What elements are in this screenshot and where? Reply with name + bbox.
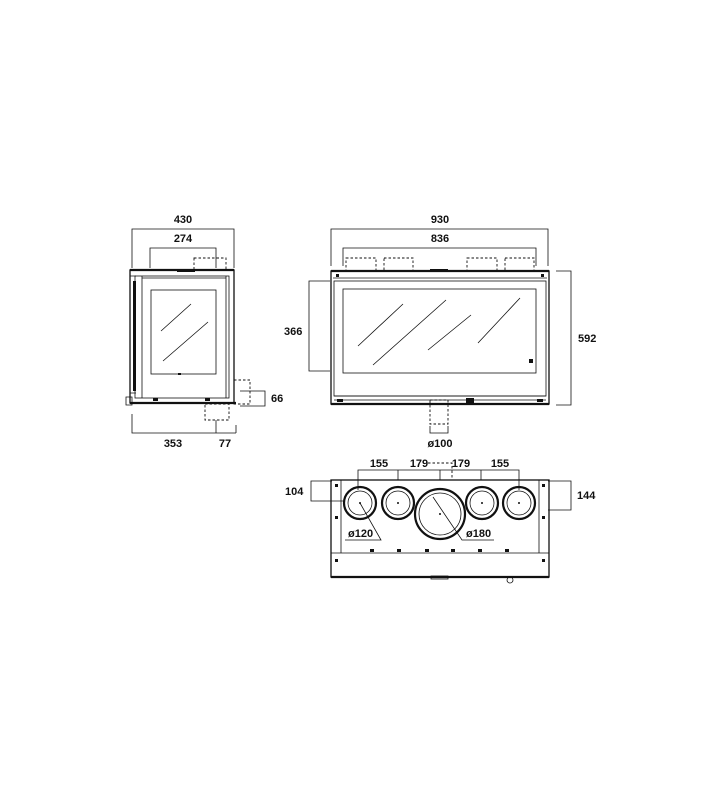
side-body-inner (134, 275, 230, 399)
label-flue-offset: 66 (271, 393, 283, 405)
top-corner-6 (542, 559, 545, 562)
label-width-total-side: 430 (174, 214, 192, 226)
top-view: 155 179 179 155 (285, 458, 596, 584)
front-collar-4 (504, 257, 535, 272)
label-glass-height: 366 (284, 326, 302, 338)
dimension-height-total: 592 (556, 270, 596, 406)
top-corner-3 (335, 516, 338, 519)
leader-large-duct: ø180 (432, 496, 494, 541)
front-bottom-flue (429, 399, 449, 425)
label-width-total-front: 930 (431, 214, 449, 226)
side-glass-marker (178, 373, 181, 375)
dimension-width-total-side: 430 (131, 214, 235, 268)
front-collar-3 (466, 257, 498, 272)
side-glass (150, 289, 217, 375)
dimension-duct-spacing: 155 179 179 155 (357, 458, 520, 490)
side-foot-left (153, 398, 158, 401)
dimension-offset-left: 104 (285, 480, 345, 502)
dimension-offset-right: 144 (548, 480, 596, 511)
side-top-handle (177, 269, 195, 272)
front-foot-right (537, 399, 543, 402)
top-corner-5 (335, 559, 338, 562)
label-depth: 353 (164, 438, 182, 450)
front-foot-mid (466, 398, 474, 403)
dimension-width-total-front: 930 (330, 214, 549, 266)
side-bottom-duct (204, 403, 230, 421)
label-width-inner-side: 274 (174, 233, 193, 245)
duct-120-left-outer (342, 485, 378, 521)
side-rear-duct (233, 379, 251, 405)
side-foot-right (205, 398, 210, 401)
label-spacing-outer-right: 155 (491, 458, 509, 470)
label-spacing-outer-left: 155 (370, 458, 388, 470)
top-corner-1 (335, 484, 338, 487)
front-glass-reflection (357, 297, 521, 366)
dimension-depth: 353 77 (131, 414, 237, 450)
dimension-flue-offset: 66 (240, 390, 283, 407)
front-glass (342, 288, 537, 374)
label-depth-extra: 77 (219, 438, 231, 450)
label-small-duct-diameter: ø120 (348, 528, 373, 540)
side-view: 430 274 66 (125, 214, 283, 450)
duct-120-right-outer (501, 485, 537, 521)
front-foot-left (337, 399, 343, 402)
dimension-width-inner-side: 274 (149, 233, 217, 268)
label-spacing-inner-right: 179 (452, 458, 470, 470)
front-view: 930 836 366 (284, 214, 596, 450)
front-body-outline (330, 270, 550, 405)
label-large-duct-diameter: ø180 (466, 528, 491, 540)
dimension-width-inner-front: 836 (342, 233, 537, 266)
front-collar-2 (383, 257, 414, 272)
front-corner-left (336, 274, 339, 277)
label-height-total: 592 (578, 333, 596, 345)
top-corner-4 (542, 516, 545, 519)
label-spacing-inner-left: 179 (410, 458, 428, 470)
front-corner-right (541, 274, 544, 277)
front-collar-1 (345, 257, 377, 272)
dimension-flue-diameter: ø100 (427, 426, 453, 450)
top-corner-2 (542, 484, 545, 487)
leader-small-duct: ø120 (345, 502, 382, 541)
top-bottom-tab (430, 575, 449, 580)
label-offset-right: 144 (577, 490, 596, 502)
top-bottom-screw (506, 576, 514, 584)
side-left-rail (133, 281, 136, 391)
duct-120-right-inner (464, 485, 500, 521)
label-width-inner-front: 836 (431, 233, 449, 245)
side-top-collar (193, 257, 227, 271)
dimension-glass-height: 366 (284, 280, 330, 372)
duct-180-center (413, 487, 467, 541)
side-glass-reflection (160, 303, 209, 362)
label-flue-diameter: ø100 (427, 438, 452, 450)
front-top-handle (430, 269, 448, 272)
label-offset-left: 104 (285, 486, 304, 498)
front-control-knob (529, 359, 533, 363)
duct-120-left-inner (380, 485, 416, 521)
